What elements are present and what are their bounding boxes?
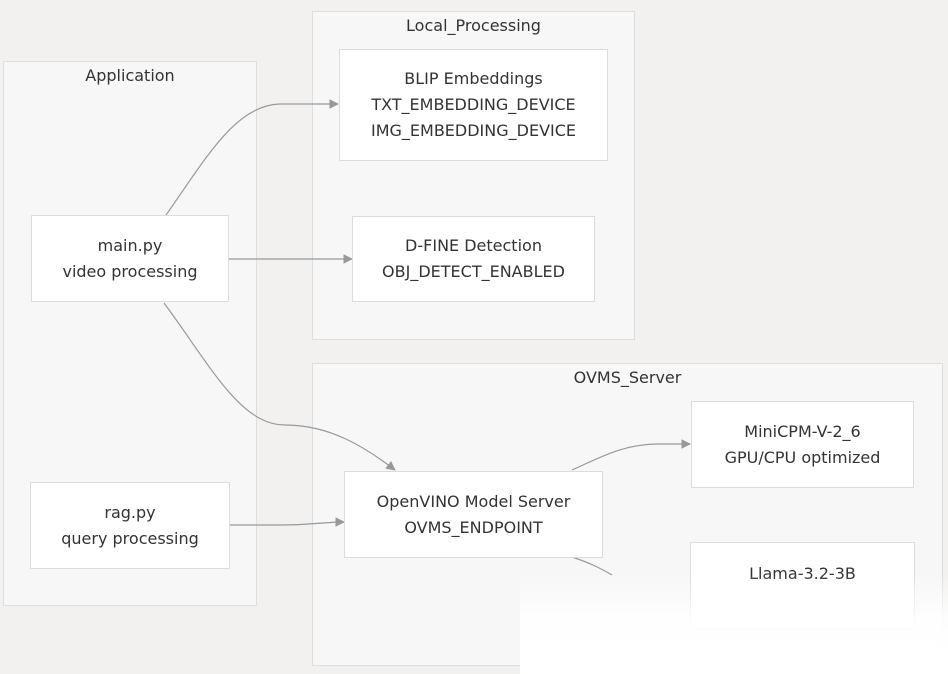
node-minicpm-line2: GPU/CPU optimized: [724, 447, 881, 467]
bottom-fade-overlay: [520, 574, 948, 674]
cluster-ovms-server-title: OVMS_Server: [573, 368, 682, 387]
cluster-application-title: Application: [85, 66, 175, 85]
node-minicpm[interactable]: MiniCPM-V-2_6 GPU/CPU optimized: [691, 401, 914, 488]
node-rag-py-line1: rag.py: [104, 502, 156, 522]
node-main-py-line1: main.py: [97, 235, 163, 255]
node-dfine-line1: D-FINE Detection: [405, 236, 542, 255]
cluster-local-processing-title: Local_Processing: [406, 16, 541, 35]
node-blip-line3: IMG_EMBEDDING_DEVICE: [370, 121, 577, 140]
node-ovms-line1: OpenVINO Model Server: [376, 491, 571, 511]
node-rag-py[interactable]: rag.py query processing: [30, 482, 230, 569]
node-blip-line2: TXT_EMBEDDING_DEVICE: [371, 95, 576, 114]
node-blip-embeddings[interactable]: BLIP Embeddings TXT_EMBEDDING_DEVICE IMG…: [339, 49, 608, 161]
node-dfine-detection[interactable]: D-FINE Detection OBJ_DETECT_ENABLED: [352, 216, 595, 302]
node-main-py-line2: video processing: [62, 261, 198, 281]
node-ovms-line2: OVMS_ENDPOINT: [404, 517, 543, 537]
node-blip-line1: BLIP Embeddings: [404, 69, 543, 88]
node-rag-py-line2: query processing: [61, 528, 199, 548]
node-minicpm-line1: MiniCPM-V-2_6: [744, 421, 861, 441]
node-openvino-model-server[interactable]: OpenVINO Model Server OVMS_ENDPOINT: [344, 471, 603, 558]
node-dfine-line2: OBJ_DETECT_ENABLED: [382, 262, 565, 281]
node-main-py[interactable]: main.py video processing: [31, 215, 229, 302]
